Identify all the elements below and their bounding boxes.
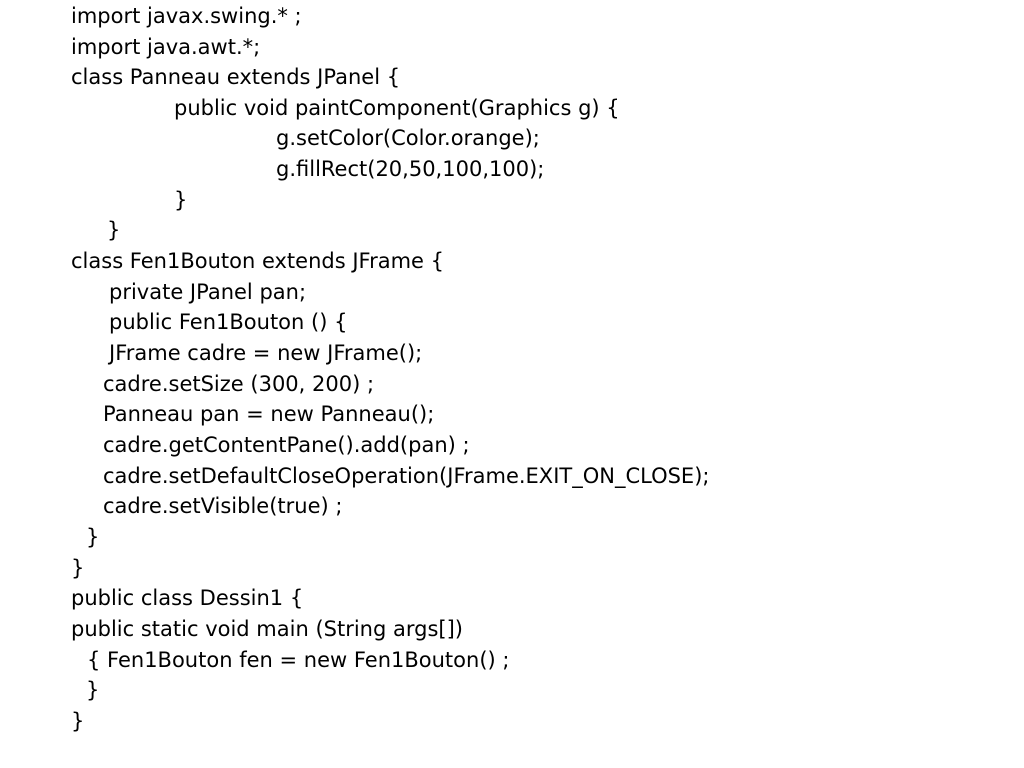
code-line-1: import javax.swing.* ; <box>71 4 302 28</box>
code-line-5: g.setColor(Color.orange); <box>276 126 540 150</box>
code-line-6: g.fillRect(20,50,100,100); <box>276 157 545 181</box>
code-line-3: class Panneau extends JPanel { <box>71 65 401 89</box>
code-line-10: private JPanel pan; <box>109 280 307 304</box>
code-line-12: JFrame cadre = new JFrame(); <box>109 341 423 365</box>
code-line-17: cadre.setVisible(true) ; <box>103 494 343 518</box>
code-line-14: Panneau pan = new Panneau(); <box>103 402 435 426</box>
code-line-20: public class Dessin1 { <box>71 586 304 610</box>
code-line-2: import java.awt.*; <box>71 35 261 59</box>
code-line-22: { Fen1Bouton fen = new Fen1Bouton() ; <box>87 648 510 672</box>
code-line-24: } <box>71 709 85 733</box>
code-line-13: cadre.setSize (300, 200) ; <box>103 372 375 396</box>
code-line-23: } <box>86 678 100 702</box>
code-line-11: public Fen1Bouton () { <box>109 310 348 334</box>
code-line-16: cadre.setDefaultCloseOperation(JFrame.EX… <box>103 464 710 488</box>
code-line-15: cadre.getContentPane().add(pan) ; <box>103 433 470 457</box>
code-line-19: } <box>71 556 85 580</box>
code-line-18: } <box>86 525 100 549</box>
code-line-8: } <box>107 218 121 242</box>
code-line-9: class Fen1Bouton extends JFrame { <box>71 249 445 273</box>
code-line-7: } <box>174 188 188 212</box>
code-line-21: public static void main (String args[]) <box>71 617 463 641</box>
code-line-4: public void paintComponent(Graphics g) { <box>174 96 620 120</box>
